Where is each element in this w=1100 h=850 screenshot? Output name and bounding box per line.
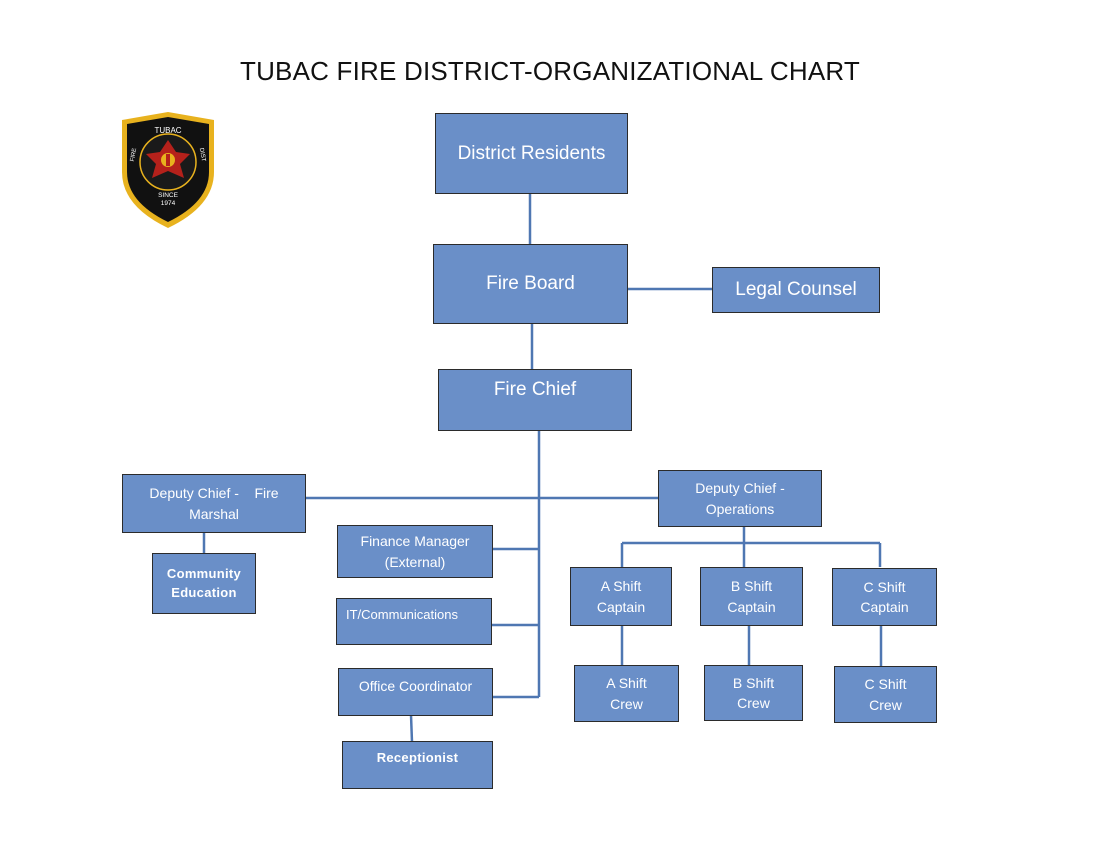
node-label-line2: Crew	[610, 695, 643, 712]
node-label-line1: C Shift	[864, 676, 907, 693]
node-finance-manager: Finance Manager (External)	[337, 525, 493, 578]
node-label: Fire Chief	[493, 379, 577, 400]
node-label-line1: Community	[166, 565, 242, 581]
node-label: Legal Counsel	[735, 279, 857, 301]
node-label: Fire Board	[486, 273, 575, 295]
node-label-line2: Operations	[705, 500, 775, 517]
node-label-line1: B Shift	[732, 674, 775, 691]
node-deputy-chief-operations: Deputy Chief - Operations	[658, 470, 822, 527]
node-fire-chief: Fire Chief	[438, 369, 632, 431]
node-fire-board: Fire Board	[433, 244, 628, 324]
node-deputy-chief-fire-marshal: Deputy Chief - Fire Marshal	[122, 474, 306, 533]
logo-top-text: TUBAC	[154, 126, 181, 135]
chart-title: TUBAC FIRE DISTRICT-ORGANIZATIONAL CHART	[239, 56, 860, 86]
node-a-shift-crew: A Shift Crew	[574, 665, 679, 722]
connector-office-receptionist	[409, 714, 414, 743]
node-c-shift-captain: C Shift Captain	[832, 568, 937, 626]
logo-right-text: DIST	[198, 148, 206, 163]
logo-left-text: FIRE	[130, 148, 138, 163]
node-office-coordinator: Office Coordinator	[338, 668, 493, 716]
node-label-line1: A Shift	[600, 578, 642, 595]
node-label-line2: Captain	[860, 599, 909, 615]
node-label-line1: Deputy Chief -	[695, 480, 785, 497]
fire-district-logo: TUBAC FIRE DIST SINCE 1974	[122, 112, 214, 228]
node-a-shift-captain: A Shift Captain	[570, 567, 672, 626]
node-community-education: Community Education	[152, 553, 256, 614]
node-label: IT/Communications	[346, 607, 458, 622]
logo-since-text: SINCE	[158, 192, 179, 199]
node-label-line2: Crew	[737, 695, 770, 711]
node-b-shift-captain: B Shift Captain	[700, 567, 803, 626]
node-label-line1: B Shift	[730, 578, 773, 595]
node-label: Office Coordinator	[358, 678, 473, 694]
node-b-shift-crew: B Shift Crew	[704, 665, 803, 721]
node-label-line2: (External)	[384, 553, 446, 570]
logo-year-text: 1974	[161, 200, 176, 207]
node-c-shift-crew: C Shift Crew	[834, 666, 937, 723]
node-receptionist: Receptionist	[342, 741, 493, 789]
node-label-line1: Finance Manager	[360, 533, 470, 550]
node-label-line1: A Shift	[606, 675, 647, 692]
node-label-line2: Captain	[596, 598, 646, 615]
node-label-line2: Captain	[727, 598, 776, 615]
node-label: District Residents	[457, 142, 606, 164]
node-label-line2: Marshal	[189, 505, 239, 522]
node-label-line2: Education	[171, 584, 237, 600]
node-it-communications: IT/Communications	[336, 598, 492, 645]
node-legal-counsel: Legal Counsel	[712, 267, 880, 313]
node-label-line1: Deputy Chief - Fire	[149, 485, 279, 502]
node-label: Receptionist	[376, 750, 459, 765]
node-label-line2: Crew	[869, 696, 902, 713]
node-label-line1: C Shift	[863, 578, 906, 595]
node-district-residents: District Residents	[435, 113, 628, 194]
